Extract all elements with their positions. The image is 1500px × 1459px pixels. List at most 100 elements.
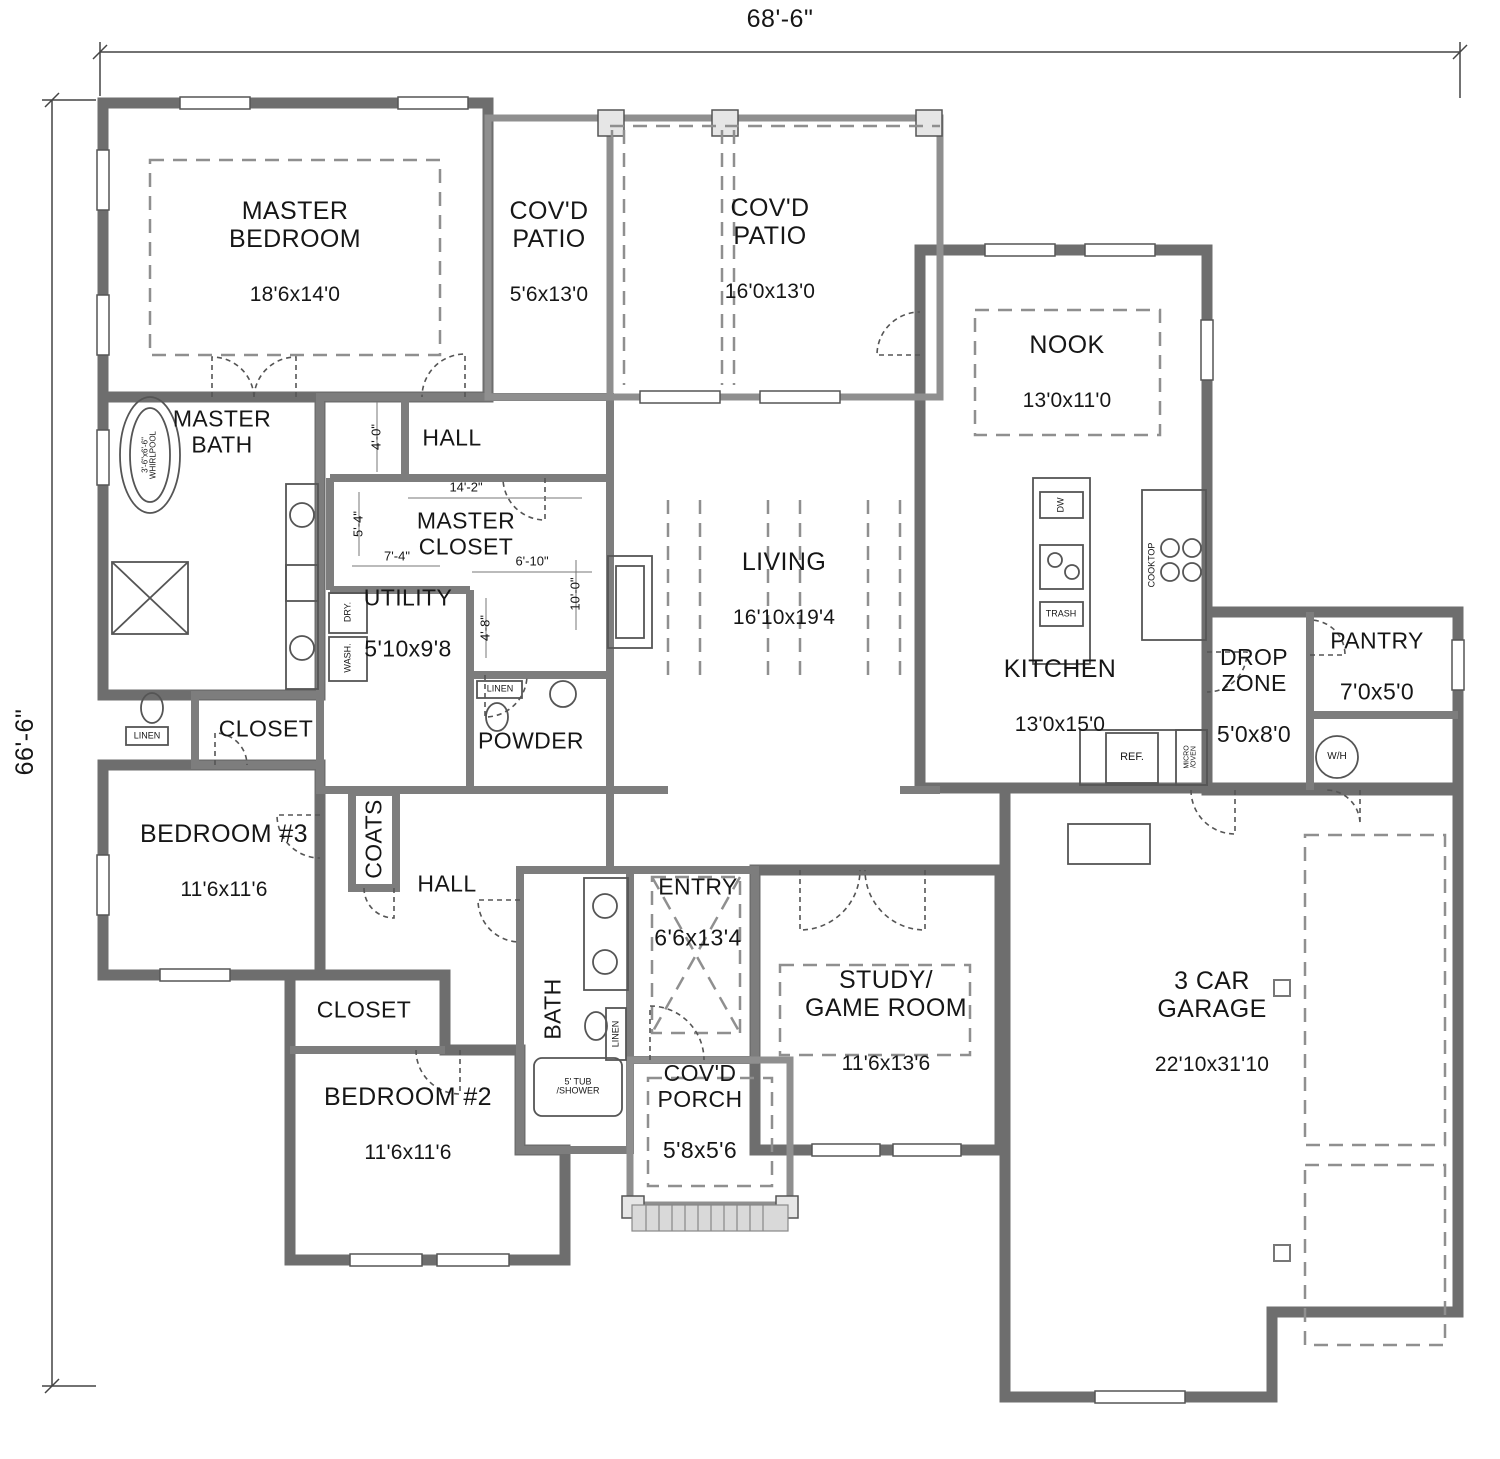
fixture-label-linen: LINEN <box>133 730 161 741</box>
porch-steps <box>631 1204 789 1232</box>
room-label-pantry: PANTRY 7'0x5'0 <box>1330 603 1424 732</box>
room-label-drop-zone: DROP ZONE 5'0x8'0 <box>1217 619 1291 774</box>
fixture-label-refrigerator: REF. <box>1120 751 1144 764</box>
room-label-living: LIVING 16'10x19'4 <box>733 520 835 658</box>
washer <box>328 636 368 682</box>
sink <box>592 893 618 919</box>
dim-label-14-2: 14'-2" <box>449 479 483 495</box>
room-label-bedroom-3: BEDROOM #3 11'6x11'6 <box>140 792 308 930</box>
fixture-label-dishwasher: DW <box>1055 497 1066 513</box>
dim-label-4-8: 4'-8" <box>477 615 493 641</box>
room-name: COV'D PATIO <box>730 194 810 251</box>
room-label-covd-porch: COV'D PORCH 5'8x5'6 <box>657 1035 742 1190</box>
dim-label-7-4: 7'-4" <box>384 548 410 564</box>
room-label-utility: UTILITY 5'10x9'8 <box>364 560 452 689</box>
room-dims: 6'6x13'4 <box>654 924 742 951</box>
room-name: POWDER <box>478 727 584 754</box>
micro-oven <box>1175 729 1208 786</box>
fixture-label-cooktop: COOKTOP <box>1146 542 1157 588</box>
kitchen-island <box>1032 477 1091 665</box>
room-label-nook: NOOK 13'0x11'0 <box>1023 303 1112 441</box>
fixture-label-linen: LINEN <box>610 1020 621 1048</box>
fixtures <box>111 396 1359 1117</box>
dim-label-6-10: 6'-10" <box>515 553 549 569</box>
dim-label-5-4: 5'-4" <box>350 511 366 537</box>
fixture-label-whirlpool: 3'-6"x6'-6" WHIRLPOOL <box>140 430 158 480</box>
room-dims: 7'0x5'0 <box>1339 678 1415 705</box>
interior-walls <box>191 393 1458 1154</box>
door-swings <box>211 311 1361 1095</box>
room-name: KITCHEN <box>1003 655 1117 684</box>
room-label-kitchen: KITCHEN 13'0x15'0 <box>1004 627 1117 765</box>
room-dims: 11'6x11'6 <box>180 878 268 902</box>
cooktop-counter <box>1141 489 1207 641</box>
dashed-outlines <box>148 124 1447 1347</box>
room-dims: 5'10x9'8 <box>364 635 452 662</box>
sink <box>592 949 618 975</box>
room-label-powder: POWDER <box>478 702 584 779</box>
garage-storage <box>1067 823 1151 865</box>
fixture-label-washer: WASH. <box>342 643 353 673</box>
room-name: STUDY/ GAME ROOM <box>805 966 967 1023</box>
interior-dim-lines <box>352 402 592 658</box>
room-name: COV'D PATIO <box>509 197 589 254</box>
room-label-closet-bedroom2: CLOSET <box>317 971 411 1048</box>
room-dims: 11'6x11'6 <box>364 1141 452 1165</box>
room-label-covd-patio-small: COV'D PATIO 5'6x13'0 <box>509 169 588 335</box>
refrigerator <box>1105 732 1159 784</box>
sink <box>289 502 315 528</box>
dim-label-10-0: 10'-0" <box>567 577 583 611</box>
room-dims: 5'6x13'0 <box>509 283 589 307</box>
room-label-closet-master: CLOSET <box>219 690 313 767</box>
fixture-label-tub-shower: 5' TUB /SHOWER <box>556 1076 600 1096</box>
room-name: HALL <box>422 424 482 451</box>
powder-sink <box>549 680 577 708</box>
garage-door-markers <box>1273 979 1291 1262</box>
room-dims: 22'10x31'10 <box>1154 1053 1270 1077</box>
room-label-covd-patio-large: COV'D PATIO 16'0x13'0 <box>725 166 815 332</box>
powder-toilet <box>485 702 509 732</box>
whirlpool-tub <box>119 396 181 514</box>
fixture-label-micro-oven: MICRO /OVEN <box>1183 745 1198 769</box>
dim-label-4-0: 4'-0" <box>368 424 384 450</box>
room-name: UTILITY <box>363 584 453 611</box>
room-label-garage: 3 CAR GARAGE 22'10x31'10 <box>1155 939 1269 1105</box>
room-name: CLOSET <box>316 996 412 1023</box>
fixture-label-water-heater: W/H <box>1327 750 1347 762</box>
room-name: CLOSET <box>218 715 314 742</box>
sink <box>289 635 315 661</box>
fireplace <box>607 555 653 649</box>
room-name: BEDROOM #3 <box>140 820 308 849</box>
room-label-hall-upper: HALL <box>422 399 481 476</box>
room-name: BATH <box>539 978 566 1040</box>
room-name: LIVING <box>741 548 827 577</box>
tub-shower <box>533 1057 623 1117</box>
room-label-bath: BATH <box>514 978 591 1039</box>
room-name: MASTER CLOSET <box>416 507 516 559</box>
room-label-bedroom-2: BEDROOM #2 11'6x11'6 <box>324 1055 492 1193</box>
room-label-master-closet: MASTER CLOSET <box>417 483 515 586</box>
room-dims: 18'6x14'0 <box>249 283 341 307</box>
dryer <box>328 592 368 634</box>
room-label-entry: ENTRY 6'6x13'4 <box>654 849 741 978</box>
room-dims: 5'8x5'6 <box>662 1136 738 1163</box>
water-heater <box>1315 735 1359 779</box>
bath-toilet <box>584 1011 608 1041</box>
room-dims: 11'6x13'6 <box>841 1052 931 1076</box>
room-name: HALL <box>417 870 477 897</box>
room-label-master-bedroom: MASTER BEDROOM 18'6x14'0 <box>229 169 361 335</box>
room-name: PANTRY <box>1330 627 1424 654</box>
room-name: BEDROOM #2 <box>324 1083 492 1112</box>
fixture-label-dryer: DRY. <box>342 601 353 623</box>
shower <box>111 561 189 635</box>
room-name: DROP ZONE <box>1219 643 1289 696</box>
overall-height-dimension: 66'-6" <box>11 708 39 776</box>
room-name: 3 CAR GARAGE <box>1157 967 1267 1024</box>
room-label-master-bath: MASTER BATH <box>173 381 271 484</box>
room-dims: 13'0x15'0 <box>1014 713 1106 737</box>
room-name: NOOK <box>1029 331 1105 360</box>
dimension-lines <box>42 42 1468 1394</box>
fixture-label-trash: TRASH <box>1045 608 1077 619</box>
room-dims: 16'0x13'0 <box>724 280 816 304</box>
